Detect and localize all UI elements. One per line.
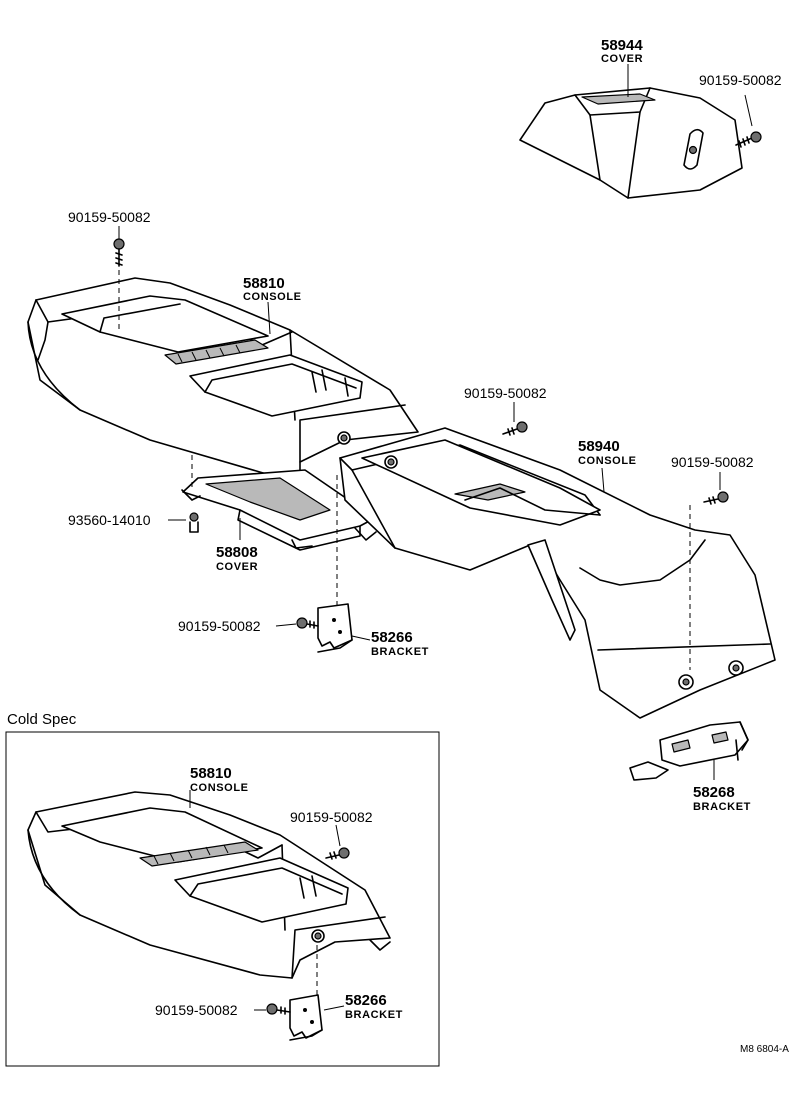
cover-58944-drawing (519, 87, 743, 199)
cold-spec-console-drawing (27, 791, 391, 979)
callout-screw-console: 90159-50082 (68, 209, 151, 225)
callout-screw-rear: 90159-50082 (671, 454, 754, 470)
part-name: CONSOLE (578, 455, 637, 467)
cold-spec-inset: Cold Spec (5, 711, 440, 1067)
part-name: COVER (216, 561, 258, 573)
reference-code: M8 6804-A (740, 1044, 789, 1055)
cold-spec-screw-bracket-drawing (254, 1003, 291, 1015)
callout-cold-screw-bracket: 90159-50082 (155, 1002, 238, 1018)
screw-bracket-drawing (296, 617, 319, 629)
part-name: BRACKET (693, 801, 751, 813)
leader-lines (118, 64, 753, 780)
console-58810-drawing (27, 277, 419, 481)
screw-rear-drawing (703, 491, 729, 505)
part-number: 58808 (216, 544, 258, 561)
part-number: 58266 (371, 629, 413, 646)
screw-mid-drawing (502, 421, 528, 436)
part-number: 58940 (578, 438, 620, 455)
screw-small-drawing (189, 512, 199, 533)
callout-console-58810: 58810 CONSOLE (243, 275, 302, 303)
callout-cover-58808: 58808 COVER (216, 544, 258, 573)
part-number: 58810 (190, 765, 232, 782)
part-name: COVER (601, 53, 643, 65)
callout-bracket-58266: 58266 BRACKET (371, 629, 429, 658)
callout-cold-console-58810: 58810 CONSOLE (190, 765, 249, 794)
callout-console-58940: 58940 CONSOLE (578, 438, 637, 467)
cold-spec-bracket-drawing (289, 994, 323, 1041)
callout-cold-bracket-58266: 58266 BRACKET (345, 992, 403, 1021)
cold-spec-screw-upper-drawing (325, 824, 350, 860)
bracket-58268-drawing (629, 721, 749, 781)
screw-cover-drawing (735, 131, 762, 148)
cold-spec-frame (5, 731, 440, 1067)
callout-screw-mid: 90159-50082 (464, 385, 547, 401)
callout-screw-small: 93560-14010 (68, 512, 151, 528)
part-name: BRACKET (371, 646, 429, 658)
console-58940-drawing (339, 427, 776, 719)
callout-bracket-58268: 58268 BRACKET (693, 784, 751, 813)
callout-screw-cover: 90159-50082 (699, 72, 782, 88)
callout-screw-bracket: 90159-50082 (178, 618, 261, 634)
part-name: CONSOLE (190, 782, 249, 794)
bracket-58266-drawing (317, 603, 353, 653)
callout-cold-screw-upper: 90159-50082 (290, 809, 373, 825)
part-number: 58268 (693, 784, 735, 801)
part-name: BRACKET (345, 1009, 403, 1021)
part-number: 58944 (601, 37, 643, 54)
cold-spec-title: Cold Spec (7, 711, 77, 728)
part-number: 58266 (345, 992, 387, 1009)
part-number: 58810 (243, 275, 285, 292)
part-name: CONSOLE (243, 291, 302, 303)
callout-cover-58944: 58944 COVER (601, 37, 643, 65)
